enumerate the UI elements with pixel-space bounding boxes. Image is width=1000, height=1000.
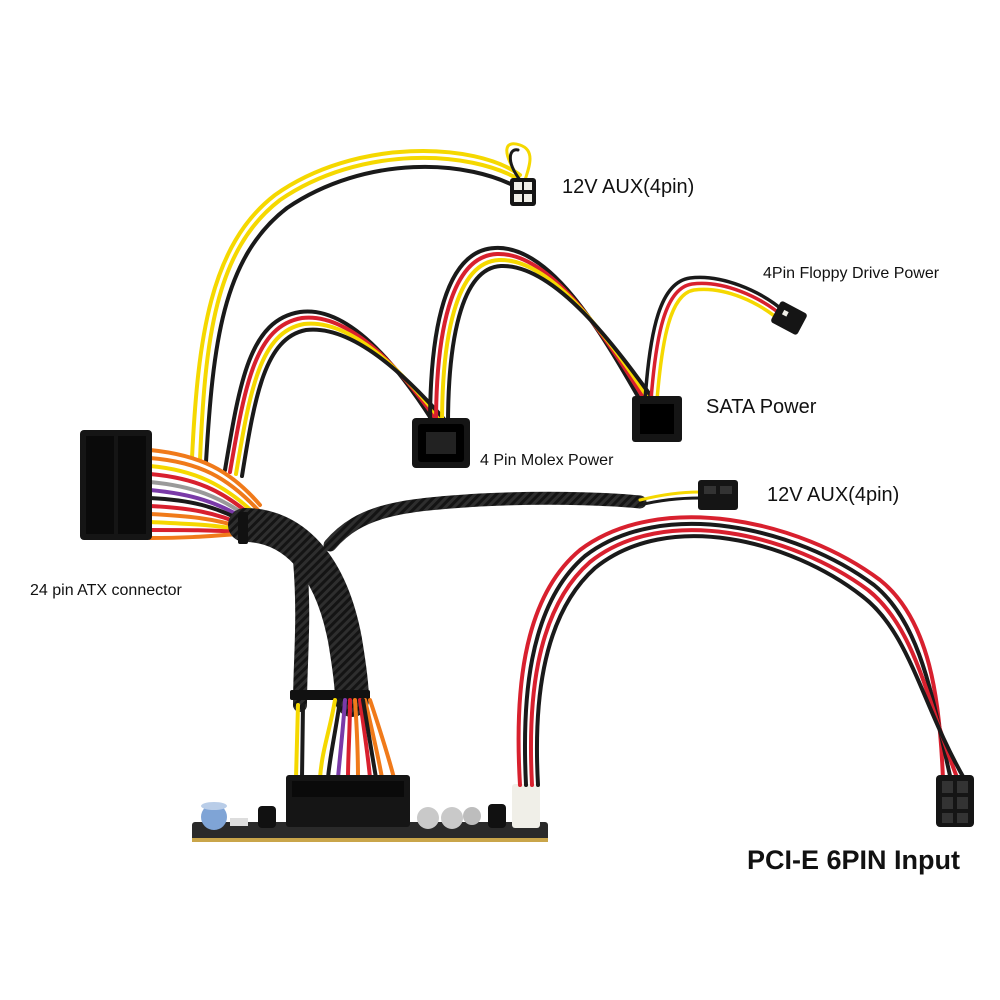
label-12v-aux-top: 12V AUX(4pin) [562,176,695,198]
board-header-wires [294,698,396,780]
label-sata-power: SATA Power [706,396,817,418]
label-pcie-input: PCI-E 6PIN Input [747,845,961,875]
floppy-cable [643,275,787,402]
pcb-board [192,775,548,842]
label-24pin-atx: 24 pin ATX connector [30,582,182,599]
pcie-input-cable [516,515,967,787]
aux-top-connector [510,178,536,206]
main-braided-sleeve [228,508,369,717]
label-floppy-power: 4Pin Floppy Drive Power [763,265,940,282]
sleeve-tie-left [238,512,248,544]
pcie-6pin-connector [936,775,974,827]
label-molex-power: 4 Pin Molex Power [480,452,614,469]
floppy-connector [771,301,807,335]
sleeve-tie-bottom [290,690,370,700]
atx-24pin-connector [80,430,152,540]
aux-mid-cable [323,490,702,552]
sata-connector [632,396,682,442]
aux-mid-connector [698,480,738,510]
molex-cable [223,309,452,478]
aux-top-cable [190,142,532,464]
sata-cable [428,245,660,427]
molex-connector [412,418,470,468]
label-12v-aux-mid: 12V AUX(4pin) [767,484,900,506]
